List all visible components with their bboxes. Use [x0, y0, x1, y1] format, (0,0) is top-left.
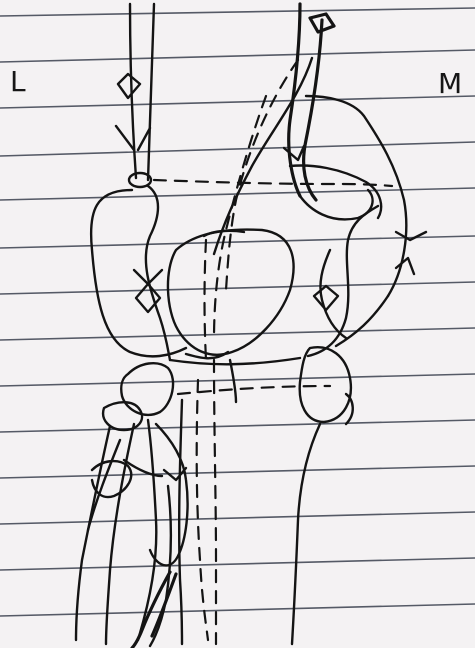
medial-condyle [308, 206, 426, 356]
medial-vessel [214, 4, 406, 296]
medial-label: M [438, 70, 462, 98]
lateral-condyle [91, 186, 186, 360]
tibia-shaft [179, 360, 320, 644]
patella [168, 230, 294, 359]
tibial-plateau [121, 347, 353, 424]
lateral-label: L [10, 68, 26, 96]
ruled-lines [0, 8, 475, 616]
lateral-vessel [116, 4, 154, 187]
